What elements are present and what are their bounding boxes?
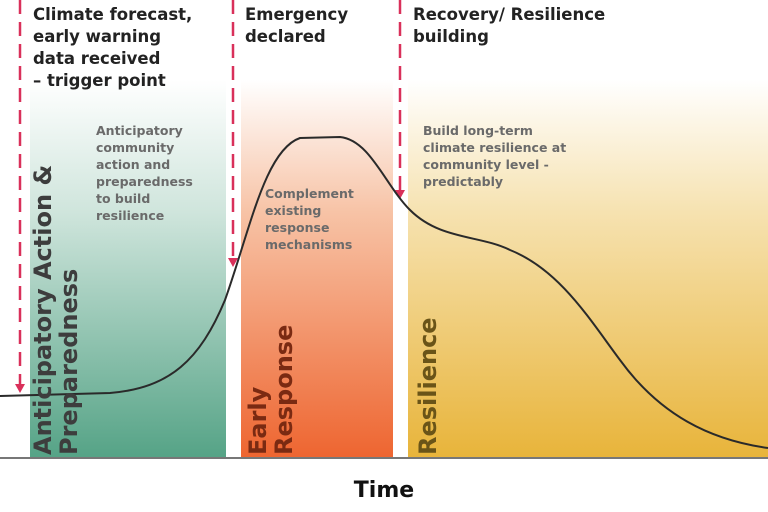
note-line: community level - (423, 157, 549, 172)
note-line: to build (96, 191, 151, 206)
band-resilience (408, 80, 768, 458)
arrowhead-icon (395, 190, 405, 199)
note-line: Build long-term (423, 123, 533, 138)
header-line: declared (245, 27, 326, 46)
note-line: community (96, 140, 175, 155)
header-recovery: Recovery/ Resilience building (413, 4, 605, 48)
band-early-response (241, 80, 393, 458)
header-line: building (413, 27, 489, 46)
header-line: Climate forecast, (33, 5, 193, 24)
note-resilience: Build long-term climate resilience at co… (423, 122, 566, 190)
band-label-line: Anticipatory Action & (29, 164, 57, 455)
note-early-response: Complement existing response mechanisms (265, 185, 354, 253)
note-line: Complement (265, 186, 354, 201)
band-label-resilience: Resilience (414, 317, 442, 455)
header-line: – trigger point (33, 71, 166, 90)
note-line: existing (265, 203, 322, 218)
note-line: action and (96, 157, 171, 172)
band-label-anticipatory: Anticipatory Action & Preparedness (29, 164, 83, 455)
x-axis-label: Time (353, 478, 415, 503)
note-line: climate resilience at (423, 140, 567, 155)
band-label-line: Early (244, 386, 272, 455)
note-line: resilience (96, 208, 165, 223)
header-emergency: Emergency declared (245, 4, 348, 48)
arrowhead-icon (15, 384, 25, 393)
note-line: response (265, 220, 330, 235)
header-line: Emergency (245, 5, 349, 24)
header-forecast: Climate forecast, early warning data rec… (33, 4, 192, 92)
header-line: Recovery/ Resilience (413, 5, 606, 24)
impact-curve (0, 135, 768, 449)
header-line: data received (33, 49, 161, 68)
band-label-early-response: Early Response (244, 324, 298, 455)
header-line: early warning (33, 27, 162, 46)
note-line: predictably (423, 174, 504, 189)
note-anticipatory: Anticipatory community action and prepar… (96, 122, 193, 224)
band-label-line: Preparedness (55, 268, 83, 455)
band-label-line: Response (270, 324, 298, 455)
band-label-line: Resilience (414, 317, 442, 455)
note-line: mechanisms (265, 237, 353, 252)
note-line: Anticipatory (96, 123, 183, 138)
note-line: preparedness (96, 174, 193, 189)
arrowhead-icon (228, 258, 238, 267)
